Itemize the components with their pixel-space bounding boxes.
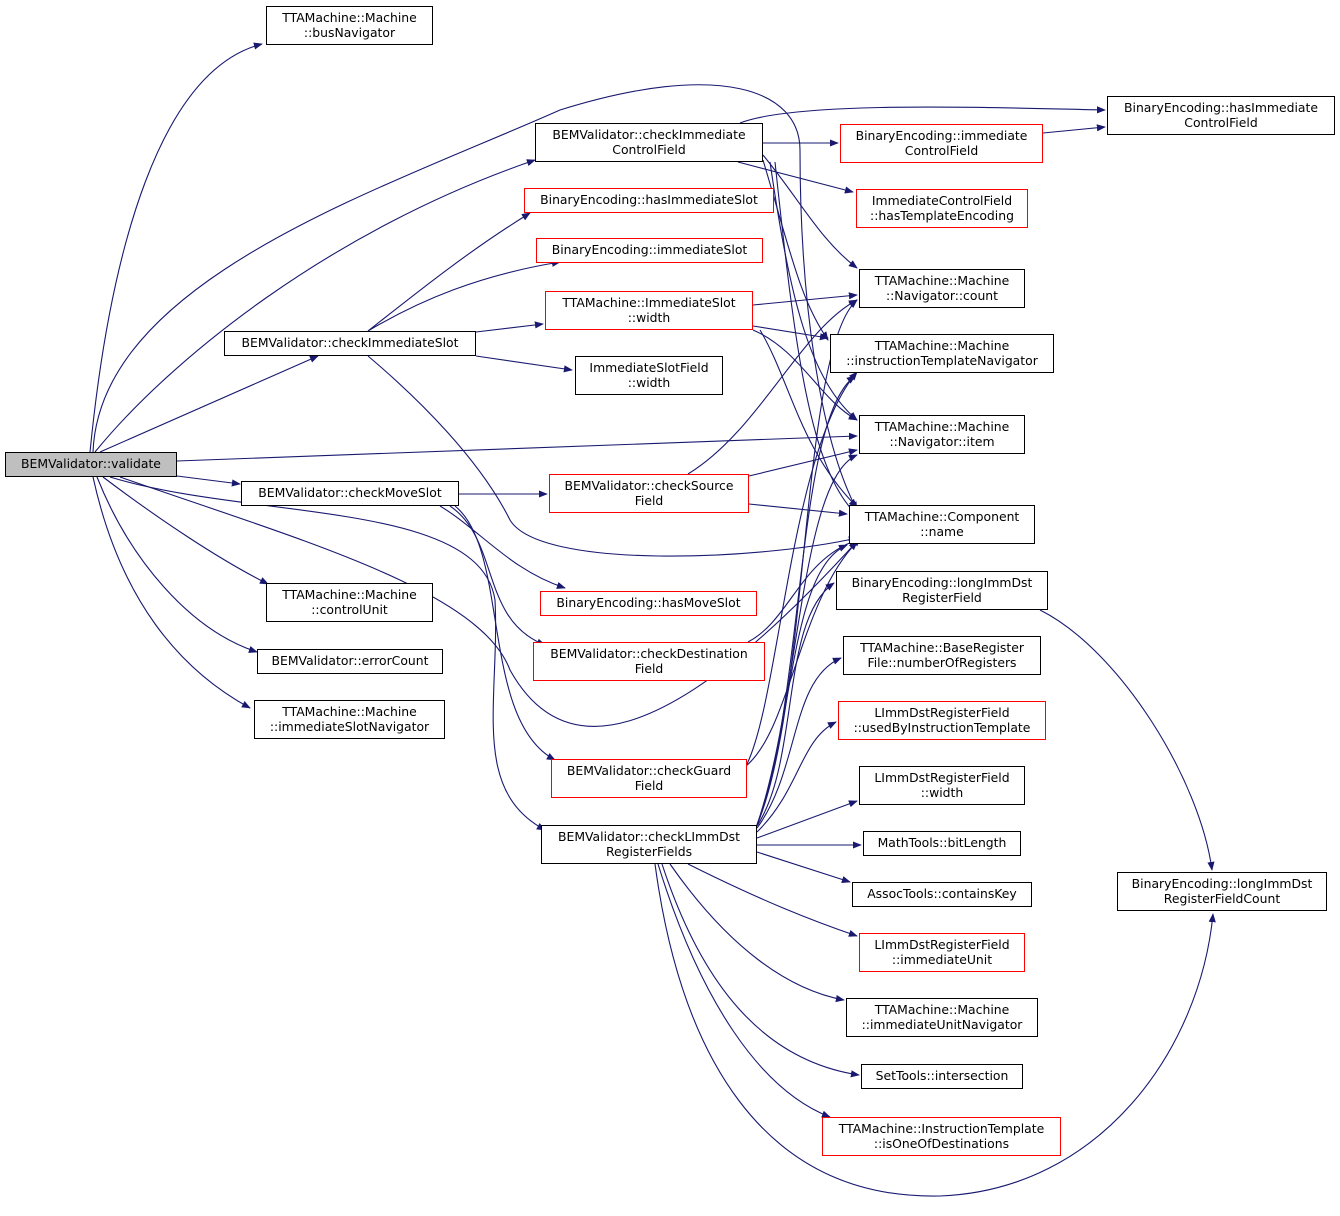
edge-immctrlfield-hasimmctrl [1042,124,1106,134]
edge-validate-immslotnav [92,476,251,709]
edge-validate-checkimmctrl [94,159,536,453]
edge-validate-checkdest-lower [119,476,861,727]
edge-checklimm-intersection [661,863,860,1078]
node-navigator-count[interactable]: TTAMachine::Machine ::Navigator::count [859,269,1025,308]
edge-checklimm-iunav [669,863,845,1003]
node-immediate-slot-field-width[interactable]: ImmediateSlotField ::width [575,356,723,395]
node-immediate-slot-navigator[interactable]: TTAMachine::Machine ::immediateSlotNavig… [254,700,445,739]
node-has-move-slot[interactable]: BinaryEncoding::hasMoveSlot [540,591,757,616]
edge-checkimmctrl-navcount [762,154,858,269]
edge-checklimm-navitem [756,454,858,826]
node-check-guard-field[interactable]: BEMValidator::checkGuard Field [551,759,747,798]
edge-checkimmslot-immslotwidth [475,321,544,333]
edge-validate-busnavigator [89,42,263,453]
node-set-tools-intersection[interactable]: SetTools::intersection [861,1064,1023,1089]
node-has-immediate-slot[interactable]: BinaryEncoding::hasImmediateSlot [524,188,774,213]
node-check-limm-dst-register-fields[interactable]: BEMValidator::checkLImmDst RegisterField… [541,825,757,864]
edge-checkmoveslot-checkdest [449,505,546,646]
edge-checkimmctrl-compname [774,161,858,516]
edge-validate-navitem [176,432,858,462]
edge-validate-checkimmslot [99,355,319,453]
edge-immslotwidth-compname [759,329,858,508]
node-component-name[interactable]: TTAMachine::Component ::name [849,505,1035,544]
edge-checkimmslot-compname [367,355,858,557]
edge-validate-checkmoveslot [176,475,241,487]
node-error-count[interactable]: BEMValidator::errorCount [257,649,443,674]
node-control-unit[interactable]: TTAMachine::Machine ::controlUnit [266,583,433,622]
edge-checksource-navitem [748,448,858,477]
edge-checkimmslot-hasimmslot [367,212,531,332]
edge-checkmoveslot-hasmoveslot [439,505,566,589]
edge-checksource-navcount [687,299,858,475]
node-has-template-encoding[interactable]: ImmediateControlField ::hasTemplateEncod… [856,189,1028,228]
node-check-immediate-control-field[interactable]: BEMValidator::checkImmediate ControlFiel… [535,123,763,162]
edge-checkimmctrl-hasimmctrl [739,106,1106,124]
node-check-source-field[interactable]: BEMValidator::checkSource Field [549,474,749,513]
node-check-move-slot[interactable]: BEMValidator::checkMoveSlot [241,481,459,506]
edge-checklimm-lidrf [756,582,835,827]
node-immediate-control-field[interactable]: BinaryEncoding::immediate ControlField [840,124,1043,163]
node-bus-navigator[interactable]: TTAMachine::Machine ::busNavigator [266,6,433,45]
edge-checklimm-compname [756,544,848,826]
edge-checkmoveslot-checkguard [454,505,556,761]
node-navigator-item[interactable]: TTAMachine::Machine ::Navigator::item [859,415,1025,454]
edge-validate-compname [92,84,858,511]
edge-checkimmctrl-navitem [769,161,858,421]
edge-checklimm-lidrfcount [654,863,1216,1197]
edge-checklimm-numregs [756,657,842,829]
edge-validate-controlunit [102,476,269,585]
edge-immslotwidth-navitem [752,329,858,421]
node-long-imm-dst-register-field[interactable]: BinaryEncoding::longImmDst RegisterField [836,571,1048,610]
edge-immslotwidth-itnav [752,325,829,341]
edge-immslotwidth-navcount [752,292,858,306]
node-immediate-slot[interactable]: BinaryEncoding::immediateSlot [536,238,763,263]
node-is-one-of-destinations[interactable]: TTAMachine::InstructionTemplate ::isOneO… [822,1117,1061,1156]
edge-checklimm-containskey [756,851,851,883]
node-immediate-slot-width[interactable]: TTAMachine::ImmediateSlot ::width [545,291,753,330]
edge-checkimmctrl-itnav [762,159,829,341]
edge-checksource-compname [748,503,848,517]
edge-checklimm-isoneofdest [657,863,831,1118]
node-has-immediate-control-field[interactable]: BinaryEncoding::hasImmediate ControlFiel… [1107,96,1335,135]
edge-lidrf-lidrfcount [1039,609,1215,871]
node-contains-key[interactable]: AssocTools::containsKey [852,882,1032,907]
edge-checkguard-itnav [745,371,858,767]
edge-validate-errorcount [96,476,258,653]
edge-checkimmslot-immslotbe [367,259,561,332]
node-check-immediate-slot[interactable]: BEMValidator::checkImmediateSlot [224,331,476,356]
node-limm-dst-register-field-width[interactable]: LImmDstRegisterField ::width [859,766,1025,805]
node-bit-length[interactable]: MathTools::bitLength [863,831,1021,856]
node-immediate-unit[interactable]: LImmDstRegisterField ::immediateUnit [859,933,1025,972]
node-check-destination-field[interactable]: BEMValidator::checkDestination Field [533,642,765,681]
node-number-of-registers[interactable]: TTAMachine::BaseRegister File::numberOfR… [843,636,1041,675]
node-instruction-template-navigator[interactable]: TTAMachine::Machine ::instructionTemplat… [830,334,1054,373]
edge-checklimm-usedbyit [756,721,837,833]
node-immediate-unit-navigator[interactable]: TTAMachine::Machine ::immediateUnitNavig… [846,998,1038,1037]
edge-checklimm-navcount [756,299,858,826]
edge-checkimmctrl-hastmplenc [737,161,854,194]
node-validate: BEMValidator::validate [5,452,177,477]
node-long-imm-dst-register-field-count[interactable]: BinaryEncoding::longImmDst RegisterField… [1117,872,1327,911]
edge-checkimmslot-immslotfieldwidth [475,355,573,373]
edge-checklimm-lidrfwidth [756,800,858,839]
edge-checklimm-immunit [687,863,858,937]
node-used-by-instruction-template[interactable]: LImmDstRegisterField ::usedByInstruction… [838,701,1046,740]
